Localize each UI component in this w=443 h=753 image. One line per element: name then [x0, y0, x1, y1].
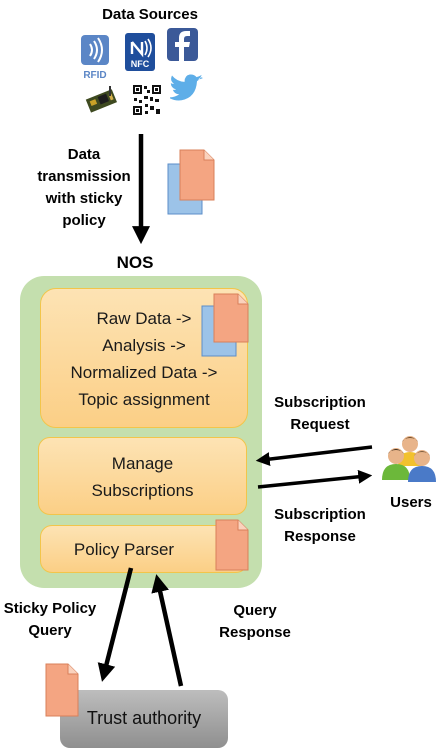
query-response-label: Query Response: [210, 600, 300, 644]
users-icon: [378, 432, 438, 484]
transmission-label: Data transmission with sticky policy: [24, 144, 144, 232]
subscription-response-arrow: [257, 469, 373, 489]
svg-text:NFC: NFC: [131, 59, 150, 69]
rfid-icon: RFID: [80, 34, 110, 81]
sensor-board-icon: [84, 86, 118, 114]
policy-parser-document-icon: [215, 519, 249, 571]
raw-data-line: Normalized Data ->: [70, 363, 218, 382]
transmission-label-line: policy: [62, 212, 106, 229]
qr-code-icon: [132, 84, 162, 116]
subscription-response-line: Subscription: [274, 506, 366, 523]
svg-text:RFID: RFID: [83, 70, 106, 80]
trust-authority-label: Trust authority: [86, 708, 202, 728]
raw-data-line: Topic assignment: [78, 390, 210, 409]
subscription-request-line: Subscription: [274, 394, 366, 411]
sticky-policy-query-line: Sticky Policy: [3, 600, 97, 617]
manage-subscriptions-line: Subscriptions: [91, 481, 194, 500]
data-sources-title: Data Sources: [102, 6, 198, 23]
sticky-policy-query-arrow: [97, 567, 134, 682]
query-response-line: Response: [219, 624, 291, 641]
transmission-label-line: with sticky: [45, 190, 123, 207]
subscription-request-arrow: [255, 445, 373, 467]
raw-data-document-icon: [201, 293, 249, 357]
facebook-icon: [167, 28, 198, 61]
subscription-response-label: Subscription Response: [262, 504, 378, 548]
trust-authority-document-icon: [45, 663, 79, 717]
nfc-icon: NFC: [124, 32, 156, 72]
nos-title: NOS: [116, 253, 154, 272]
subscription-request-label: Subscription Request: [262, 392, 378, 436]
policy-parser-label: Policy Parser: [73, 540, 175, 559]
transmission-label-line: transmission: [37, 168, 131, 185]
transmission-label-line: Data: [67, 146, 101, 163]
policy-document-icon: [167, 149, 215, 215]
query-response-line: Query: [233, 602, 277, 619]
raw-data-line: Analysis ->: [102, 336, 186, 355]
raw-data-line: Raw Data ->: [96, 309, 192, 328]
twitter-icon: [168, 74, 204, 102]
sticky-policy-query-line: Query: [28, 622, 72, 639]
users-label: Users: [390, 494, 432, 511]
trust-authority-box: [60, 690, 228, 748]
query-response-arrow: [151, 574, 184, 687]
sticky-policy-query-label: Sticky Policy Query: [0, 598, 100, 642]
policy-parser-box: Policy Parser: [40, 525, 248, 573]
subscription-response-line: Response: [284, 528, 356, 545]
manage-subscriptions-box: Manage Subscriptions: [38, 437, 247, 515]
manage-subscriptions-line: Manage: [111, 454, 174, 473]
subscription-request-line: Request: [290, 416, 350, 433]
